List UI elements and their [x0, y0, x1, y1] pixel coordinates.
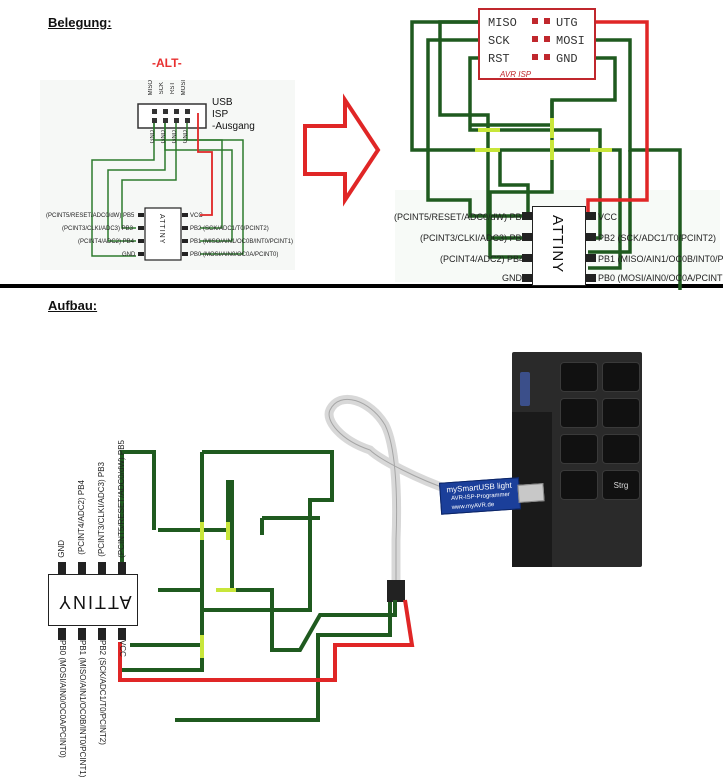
laptop-key-1	[560, 362, 598, 392]
isp-caption: AVR ISP	[500, 70, 532, 79]
small-header-rst: RST	[170, 82, 176, 94]
small-lower-gnd-2: GND	[161, 130, 167, 144]
small-lower-gnd-1: GND	[150, 130, 156, 144]
isp-label-utg: UTG	[556, 16, 578, 30]
aufbau-pin-pb1: PB1 (MISO/AIN1/OC0B/INT0/PCINT1)	[78, 640, 87, 777]
small-header-sck: SCK	[159, 82, 165, 95]
programmer-sub: AVR-ISP-Programmer	[450, 491, 511, 503]
usb-isp-text: USB ISP -Ausgang	[212, 97, 255, 132]
isp-label-sck: SCK	[488, 34, 510, 48]
small-right-pin-pb0: PB0 (MOSI/AIN0/OC0A/PCINT0)	[190, 252, 279, 258]
programmer-url: www.myAVR.de	[451, 502, 495, 511]
aufbau-pin-vcc: VCC	[118, 640, 127, 657]
big-chip: ATTINY	[532, 206, 586, 286]
aufbau-wires	[58, 394, 455, 722]
section-divider	[0, 284, 723, 288]
big-chip-label: ATTINY	[549, 215, 566, 274]
big-left-pin-pb3: (PCINT3/CLKI/ADC3) PB3	[420, 233, 527, 243]
isp-pads	[532, 18, 550, 60]
big-right-pin-pb0: PB0 (MOSI/AIN0/OC0A/PCINT	[598, 273, 723, 283]
big-right-pin-vcc: VCC	[598, 212, 618, 222]
small-right-pin-pb2: PB2 (SCK/ADC1/T0/PCINT2)	[190, 226, 269, 232]
aufbau-chip: ATTINY	[48, 574, 138, 626]
laptop-key-7	[560, 470, 598, 500]
isp-label-mosi: MOSI	[556, 34, 585, 48]
aufbau-pin-gnd: GND	[57, 540, 66, 558]
aufbau-pin-pb3: (PCINT3/CLKI/ADC3) PB3	[97, 462, 106, 557]
heading-belegung: Belegung:	[48, 15, 112, 30]
isp-connector: MISO SCK RST UTG MOSI GND AVR ISP	[478, 8, 596, 80]
small-lower-gnd-3: GND	[172, 130, 178, 144]
big-right-pin-pb1: PB1 (MISO/AIN1/OC0B/INT0/P	[598, 254, 724, 264]
aufbau-pin-pb5: (PCINT5/RESET/ADC0/dW) PB5	[117, 440, 126, 558]
alt-label: -ALT-	[152, 56, 182, 70]
usb-programmer: mySmartUSB light AVR-ISP-Programmer www.…	[438, 477, 522, 515]
small-left-pin-pb5: (PCINT5/RESET/ADC0/dW) PB5	[46, 213, 135, 219]
usb-plug	[517, 483, 545, 503]
small-header-mosi: MOSI	[181, 80, 187, 96]
laptop-key-6	[602, 434, 640, 464]
small-chip-label: ATTINY	[158, 214, 165, 245]
aufbau-pin-pb0: PB0 (MOSI/AIN0/OC0A/PCINT0)	[58, 640, 67, 758]
aufbau-pin-pb4: (PCINT4/ADC2) PB4	[77, 480, 86, 555]
heading-aufbau: Aufbau:	[48, 298, 98, 313]
small-header-miso: MISO	[148, 80, 154, 96]
isp-label-rst: RST	[488, 52, 510, 66]
laptop-key-2	[602, 362, 640, 392]
laptop-key-4	[602, 398, 640, 428]
laptop-key-5	[560, 434, 598, 464]
laptop-key-3	[560, 398, 598, 428]
small-left-pin-pb3: (PCINT3/CLKI/ADC3) PB3	[62, 226, 134, 232]
small-left-pin-pb4: (PCINT4/ADC2) PB4	[78, 239, 135, 245]
big-left-pin-gnd: GND	[502, 273, 522, 283]
small-right-pin-vcc: VCC	[190, 213, 203, 219]
aufbau-pin-pb2: PB2 (SCK/ADC1/T0/PCINT2)	[98, 640, 107, 745]
aufbau-chip-label: ATTINY	[57, 592, 132, 612]
small-lower-gnd-4: GND	[183, 130, 189, 144]
small-left-pin-gnd: GND	[122, 252, 136, 258]
isp-label-gnd: GND	[556, 52, 578, 66]
laptop-key-strg: Strg	[602, 470, 640, 500]
big-left-pin-pb4: (PCINT4/ADC2) PB4	[440, 254, 525, 264]
small-diagram-wires	[91, 20, 720, 290]
isp-label-miso: MISO	[488, 16, 517, 30]
big-left-pin-pb5: (PCINT5/RESET/ADC0/dW) PB5	[394, 212, 527, 222]
small-right-pin-pb1: PB1 (MISO/AIN1/OC0B/INT0/PCINT1)	[190, 239, 294, 245]
big-right-pin-pb2: PB2 (SCK/ADC1/T0/PCINT2)	[598, 233, 717, 243]
